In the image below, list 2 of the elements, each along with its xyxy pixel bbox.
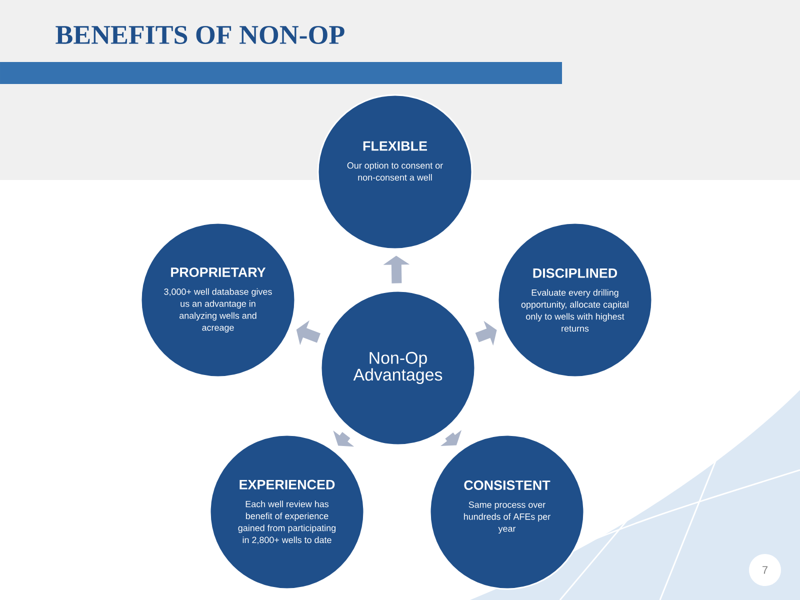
page-number: 7 — [762, 566, 768, 574]
title: BENEFITS OF NON-OP — [56, 26, 344, 44]
